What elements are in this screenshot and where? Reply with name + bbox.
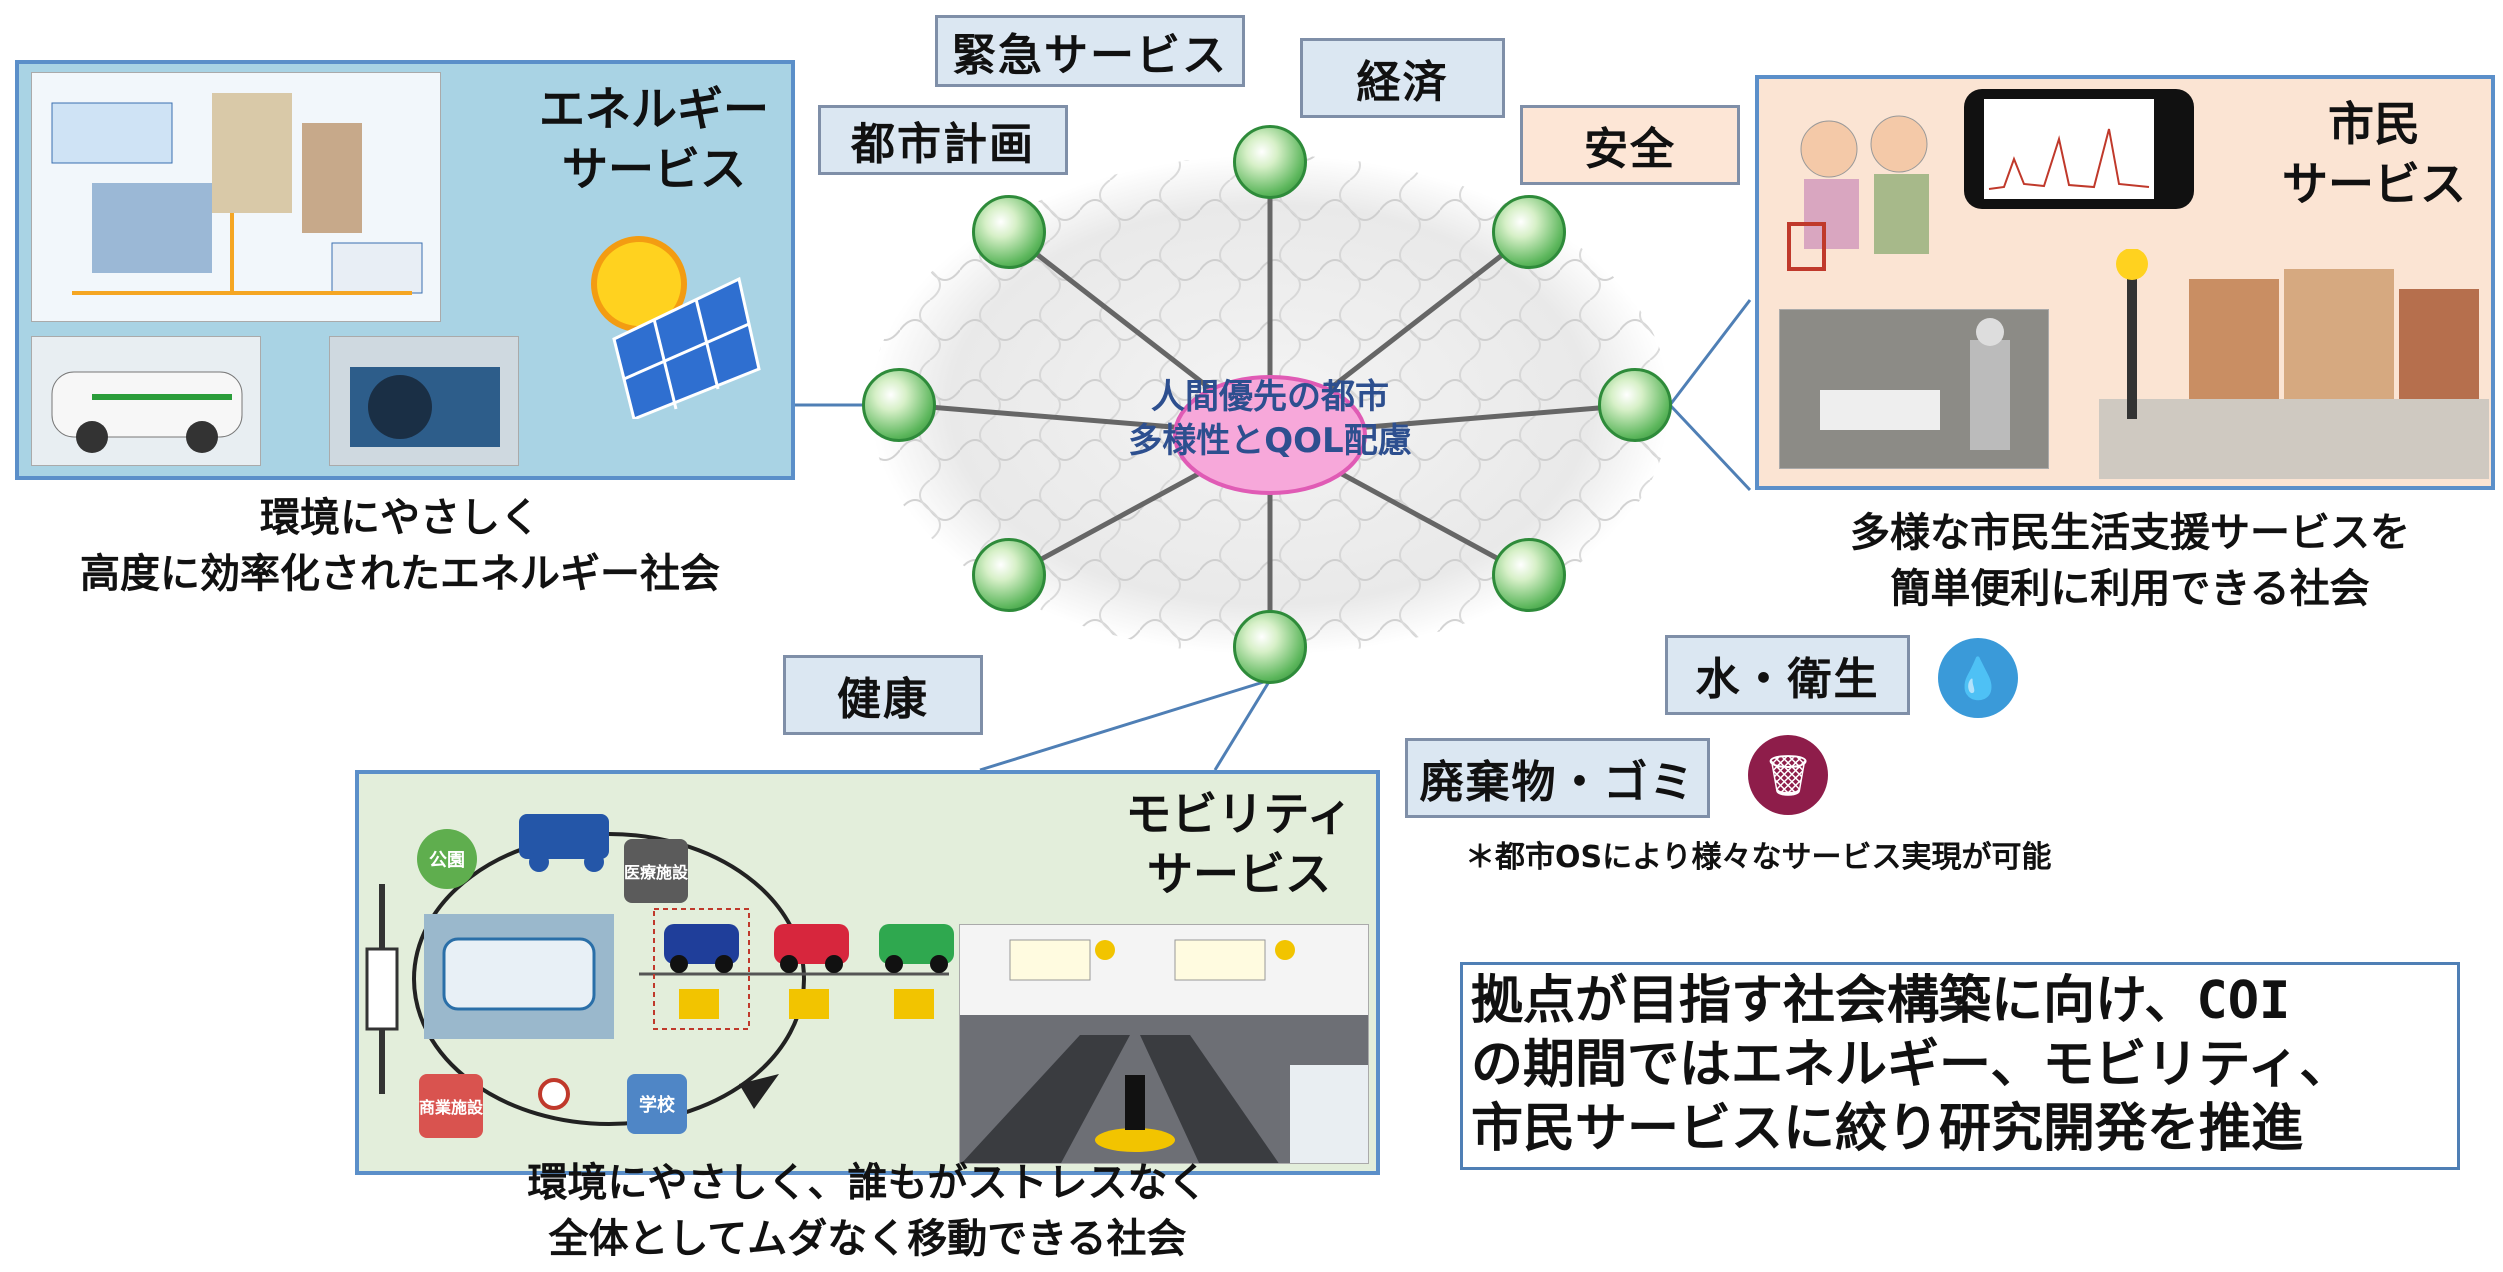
city-os-note: ＊都市OSにより様々なサービス実現が可能 bbox=[1465, 840, 2052, 875]
callout-water: 水・衛生 bbox=[1665, 635, 1910, 715]
citizen-caption-line2: 簡単便利に利用できる社会 bbox=[1890, 566, 2370, 612]
mobility-panel: 公園 医療施設 商業施設 学校 モビリティ サービス bbox=[355, 770, 1380, 1175]
center-label-line1: 人間優先の都市 bbox=[1151, 377, 1389, 417]
node-lower-left bbox=[972, 538, 1046, 612]
summary-line3: 市民サービスに絞り研究開発を推進 bbox=[1471, 1099, 2304, 1159]
electric-vehicle-image bbox=[31, 336, 261, 466]
energy-panel: エネルギー サービス bbox=[15, 60, 795, 480]
citizen-panel: 市民 サービス bbox=[1755, 75, 2495, 490]
solar-panel-icon bbox=[564, 219, 764, 422]
elderly-couple-image bbox=[1779, 104, 1949, 279]
callout-safety-label: 安全 bbox=[1584, 124, 1676, 175]
mobility-caption-line1: 環境にやさしく、誰もがストレスなく bbox=[527, 1160, 1208, 1206]
smartphone-graph-image bbox=[1964, 89, 2194, 209]
mobility-title-line2: サービス bbox=[1147, 847, 1331, 901]
park-tag: 公園 bbox=[417, 829, 477, 889]
center-label-line2: 多様性とQOL配慮 bbox=[1128, 421, 1412, 461]
mobility-panel-title: モビリティ サービス bbox=[1104, 784, 1374, 904]
node-left bbox=[862, 368, 936, 442]
node-top bbox=[1233, 125, 1307, 199]
charging-station-image bbox=[329, 336, 519, 466]
callout-economy-label: 経済 bbox=[1356, 57, 1449, 108]
mobility-caption: 環境にやさしく、誰もがストレスなく 全体としてムダなく移動できる社会 bbox=[355, 1155, 1380, 1267]
citizen-caption: 多様な市民生活支援サービスを 簡単便利に利用できる社会 bbox=[1760, 505, 2500, 617]
school-tag: 学校 bbox=[627, 1074, 687, 1134]
summary-line2: の期間ではエネルギー、モビリティ、 bbox=[1471, 1035, 2352, 1095]
callout-urban-planning: 都市計画 bbox=[818, 105, 1068, 175]
water-drop-icon: 💧 bbox=[1938, 638, 2018, 718]
school-tag-label: 学校 bbox=[639, 1095, 675, 1116]
node-bottom bbox=[1233, 610, 1307, 684]
callout-water-label: 水・衛生 bbox=[1695, 654, 1880, 705]
energy-panel-title: エネルギー サービス bbox=[519, 79, 789, 199]
node-right bbox=[1598, 368, 1672, 442]
callout-health-label: 健康 bbox=[837, 674, 929, 725]
summary-box: 拠点が目指す社会構築に向け、COI の期間ではエネルギー、モビリティ、 市民サー… bbox=[1460, 962, 2460, 1170]
commercial-tag: 商業施設 bbox=[419, 1074, 483, 1138]
mobility-loop-diagram bbox=[365, 814, 954, 1126]
callout-economy: 経済 bbox=[1300, 38, 1505, 118]
callout-safety: 安全 bbox=[1520, 105, 1740, 185]
commercial-tag-label: 商業施設 bbox=[419, 1098, 484, 1117]
callout-emergency-label: 緊急サービス bbox=[952, 30, 1228, 81]
node-lower-right bbox=[1492, 538, 1566, 612]
citizen-panel-title: 市民 サービス bbox=[2249, 94, 2499, 214]
callout-urban-planning-label: 都市計画 bbox=[851, 119, 1035, 170]
energy-caption-line2: 高度に効率化されたエネルギー社会 bbox=[80, 551, 720, 597]
citizen-title-line2: サービス bbox=[2282, 157, 2466, 211]
summary-line1: 拠点が目指す社会構築に向け、COI bbox=[1471, 971, 2291, 1031]
station-navigation-image bbox=[959, 924, 1369, 1164]
energy-caption: 環境にやさしく 高度に効率化されたエネルギー社会 bbox=[0, 490, 800, 602]
energy-title-line1: エネルギー bbox=[539, 82, 769, 136]
care-robot-image bbox=[1779, 309, 2049, 469]
callout-waste-label: 廃棄物・ゴミ bbox=[1419, 757, 1696, 808]
energy-caption-line1: 環境にやさしく bbox=[260, 495, 540, 541]
mobility-caption-line2: 全体としてムダなく移動できる社会 bbox=[548, 1216, 1187, 1262]
callout-waste: 廃棄物・ゴミ bbox=[1405, 738, 1710, 818]
town-street-image bbox=[2099, 248, 2489, 479]
citizen-caption-line1: 多様な市民生活支援サービスを bbox=[1850, 510, 2410, 556]
callout-emergency: 緊急サービス bbox=[935, 15, 1245, 87]
mobility-title-line1: モビリティ bbox=[1125, 787, 1353, 841]
center-ellipse bbox=[1173, 375, 1367, 495]
node-upper-left bbox=[972, 195, 1046, 269]
energy-title-line2: サービス bbox=[562, 142, 746, 196]
callout-health: 健康 bbox=[783, 655, 983, 735]
medical-tag-label: 医療施設 bbox=[624, 863, 689, 882]
node-upper-right bbox=[1492, 195, 1566, 269]
energy-facility-map bbox=[31, 72, 441, 322]
citizen-title-line1: 市民 bbox=[2328, 97, 2420, 151]
center-label: 人間優先の都市 多様性とQOL配慮 bbox=[1100, 375, 1440, 463]
park-tag-label: 公園 bbox=[429, 850, 465, 871]
trash-bin-icon: 🗑 bbox=[1748, 735, 1828, 815]
medical-tag: 医療施設 bbox=[624, 839, 688, 903]
